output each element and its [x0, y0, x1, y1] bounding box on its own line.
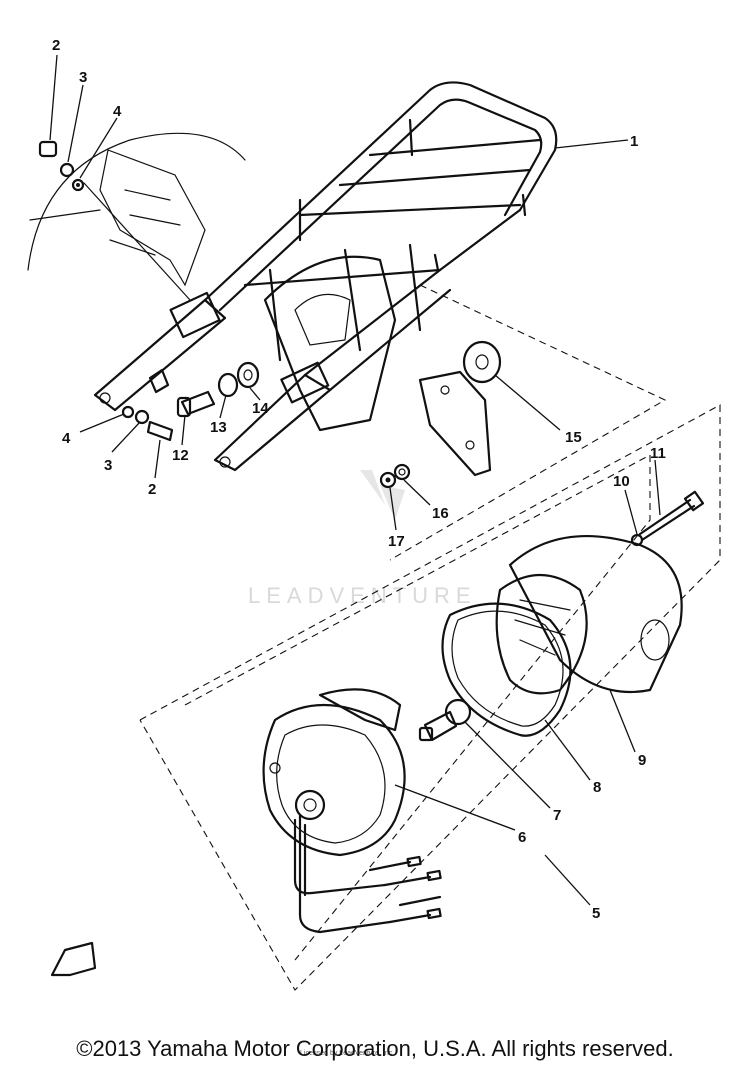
- callout-12: 12: [172, 447, 189, 464]
- leader-lines: [49, 54, 661, 906]
- callout-8: 8: [593, 779, 601, 796]
- inset-detail: [27, 132, 246, 301]
- callout-9: 9: [638, 752, 646, 769]
- callout-16: 16: [432, 505, 449, 522]
- watermark: LEADVENTURE: [248, 470, 477, 608]
- assembly-outline: [139, 284, 721, 991]
- callout-14: 14: [252, 400, 269, 417]
- callout-15: 15: [565, 429, 582, 446]
- callout-1: 1: [630, 133, 638, 150]
- copyright-notice: ©2013 Yamaha Motor Corporation, U.S.A. A…: [76, 1036, 674, 1061]
- callout-3-top: 3: [79, 69, 87, 86]
- fr-direction-icon: TM8: [50, 941, 97, 977]
- callout-4-lower: 4: [62, 430, 71, 447]
- watermark-text: LEADVENTURE: [248, 583, 477, 608]
- callout-13: 13: [210, 419, 227, 436]
- headlight-case: [495, 535, 683, 695]
- callout-2-top: 2: [52, 37, 60, 54]
- bolt-11-washer-10: [630, 490, 705, 547]
- headlight-rim: [441, 602, 572, 737]
- headlight-bracket: [418, 340, 502, 477]
- callout-3-lower: 3: [104, 457, 112, 474]
- callout-10: 10: [613, 473, 630, 490]
- callout-2-lower: 2: [148, 481, 156, 498]
- hardware-12-13-14: [176, 361, 260, 418]
- headlight-bulb: [418, 698, 472, 742]
- rear-frame: [93, 81, 558, 472]
- callout-6: 6: [518, 829, 526, 846]
- small-print: Licensed by LeadVenture, Inc.: [300, 1050, 394, 1057]
- callout-5: 5: [592, 905, 600, 922]
- callout-4-top: 4: [113, 103, 122, 120]
- headlight-unit: [262, 688, 442, 934]
- callout-labels: 1 2 3 4 4 3 2 12 13 14 15 16 17 10 11 5 …: [52, 37, 666, 922]
- hardware-top-left: [38, 140, 85, 192]
- callout-11: 11: [650, 445, 666, 462]
- hardware-lower: [121, 405, 174, 442]
- callout-7: 7: [553, 807, 561, 824]
- nuts-16-17: [379, 463, 411, 489]
- fr-mark-text: TM8: [67, 958, 85, 968]
- callout-17: 17: [388, 533, 405, 550]
